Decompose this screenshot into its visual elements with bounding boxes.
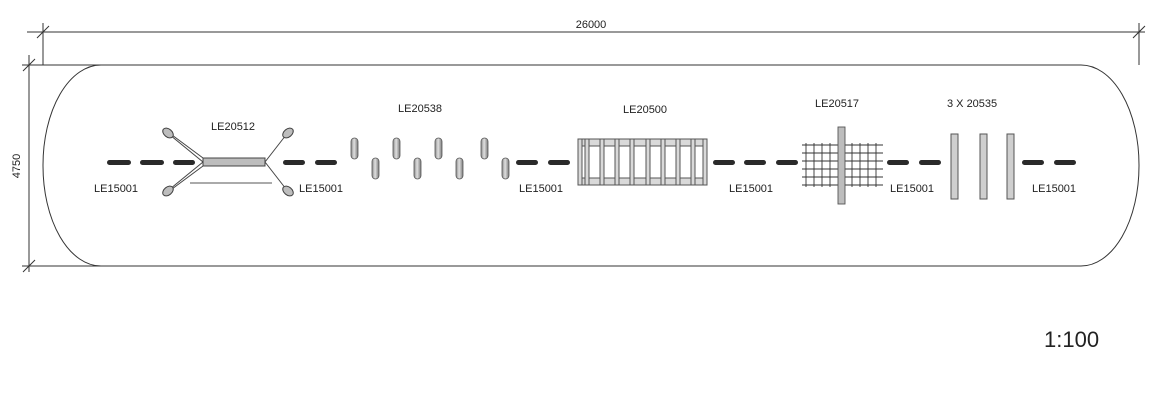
le20538-label: LE20538 — [398, 103, 442, 115]
le15001-label-6: LE15001 — [1032, 183, 1076, 195]
site-boundary — [42, 64, 1140, 267]
x20535-element — [950, 133, 1015, 200]
le20517-element — [802, 126, 883, 205]
le15001-label-5: LE15001 — [890, 183, 934, 195]
le20517-label: LE20517 — [815, 98, 859, 110]
x20535-label: 3 X 20535 — [947, 98, 997, 110]
le20538-element — [350, 137, 510, 180]
le20500-label: LE20500 — [623, 104, 667, 116]
height-dimension-label: 4750 — [11, 154, 23, 178]
le15001-label-2: LE15001 — [299, 183, 343, 195]
le20512-label: LE20512 — [211, 121, 255, 133]
le15001-label-4: LE15001 — [729, 183, 773, 195]
stepping-logs — [107, 160, 1076, 165]
height-dimension — [22, 55, 102, 273]
width-dimension-label: 26000 — [576, 19, 607, 31]
scale-label: 1:100 — [1044, 327, 1100, 352]
le20500-element — [577, 138, 708, 186]
le15001-label-1: LE15001 — [94, 183, 138, 195]
width-dimension — [27, 23, 1146, 65]
le20512-element — [162, 127, 294, 197]
le15001-label-3: LE15001 — [519, 183, 563, 195]
